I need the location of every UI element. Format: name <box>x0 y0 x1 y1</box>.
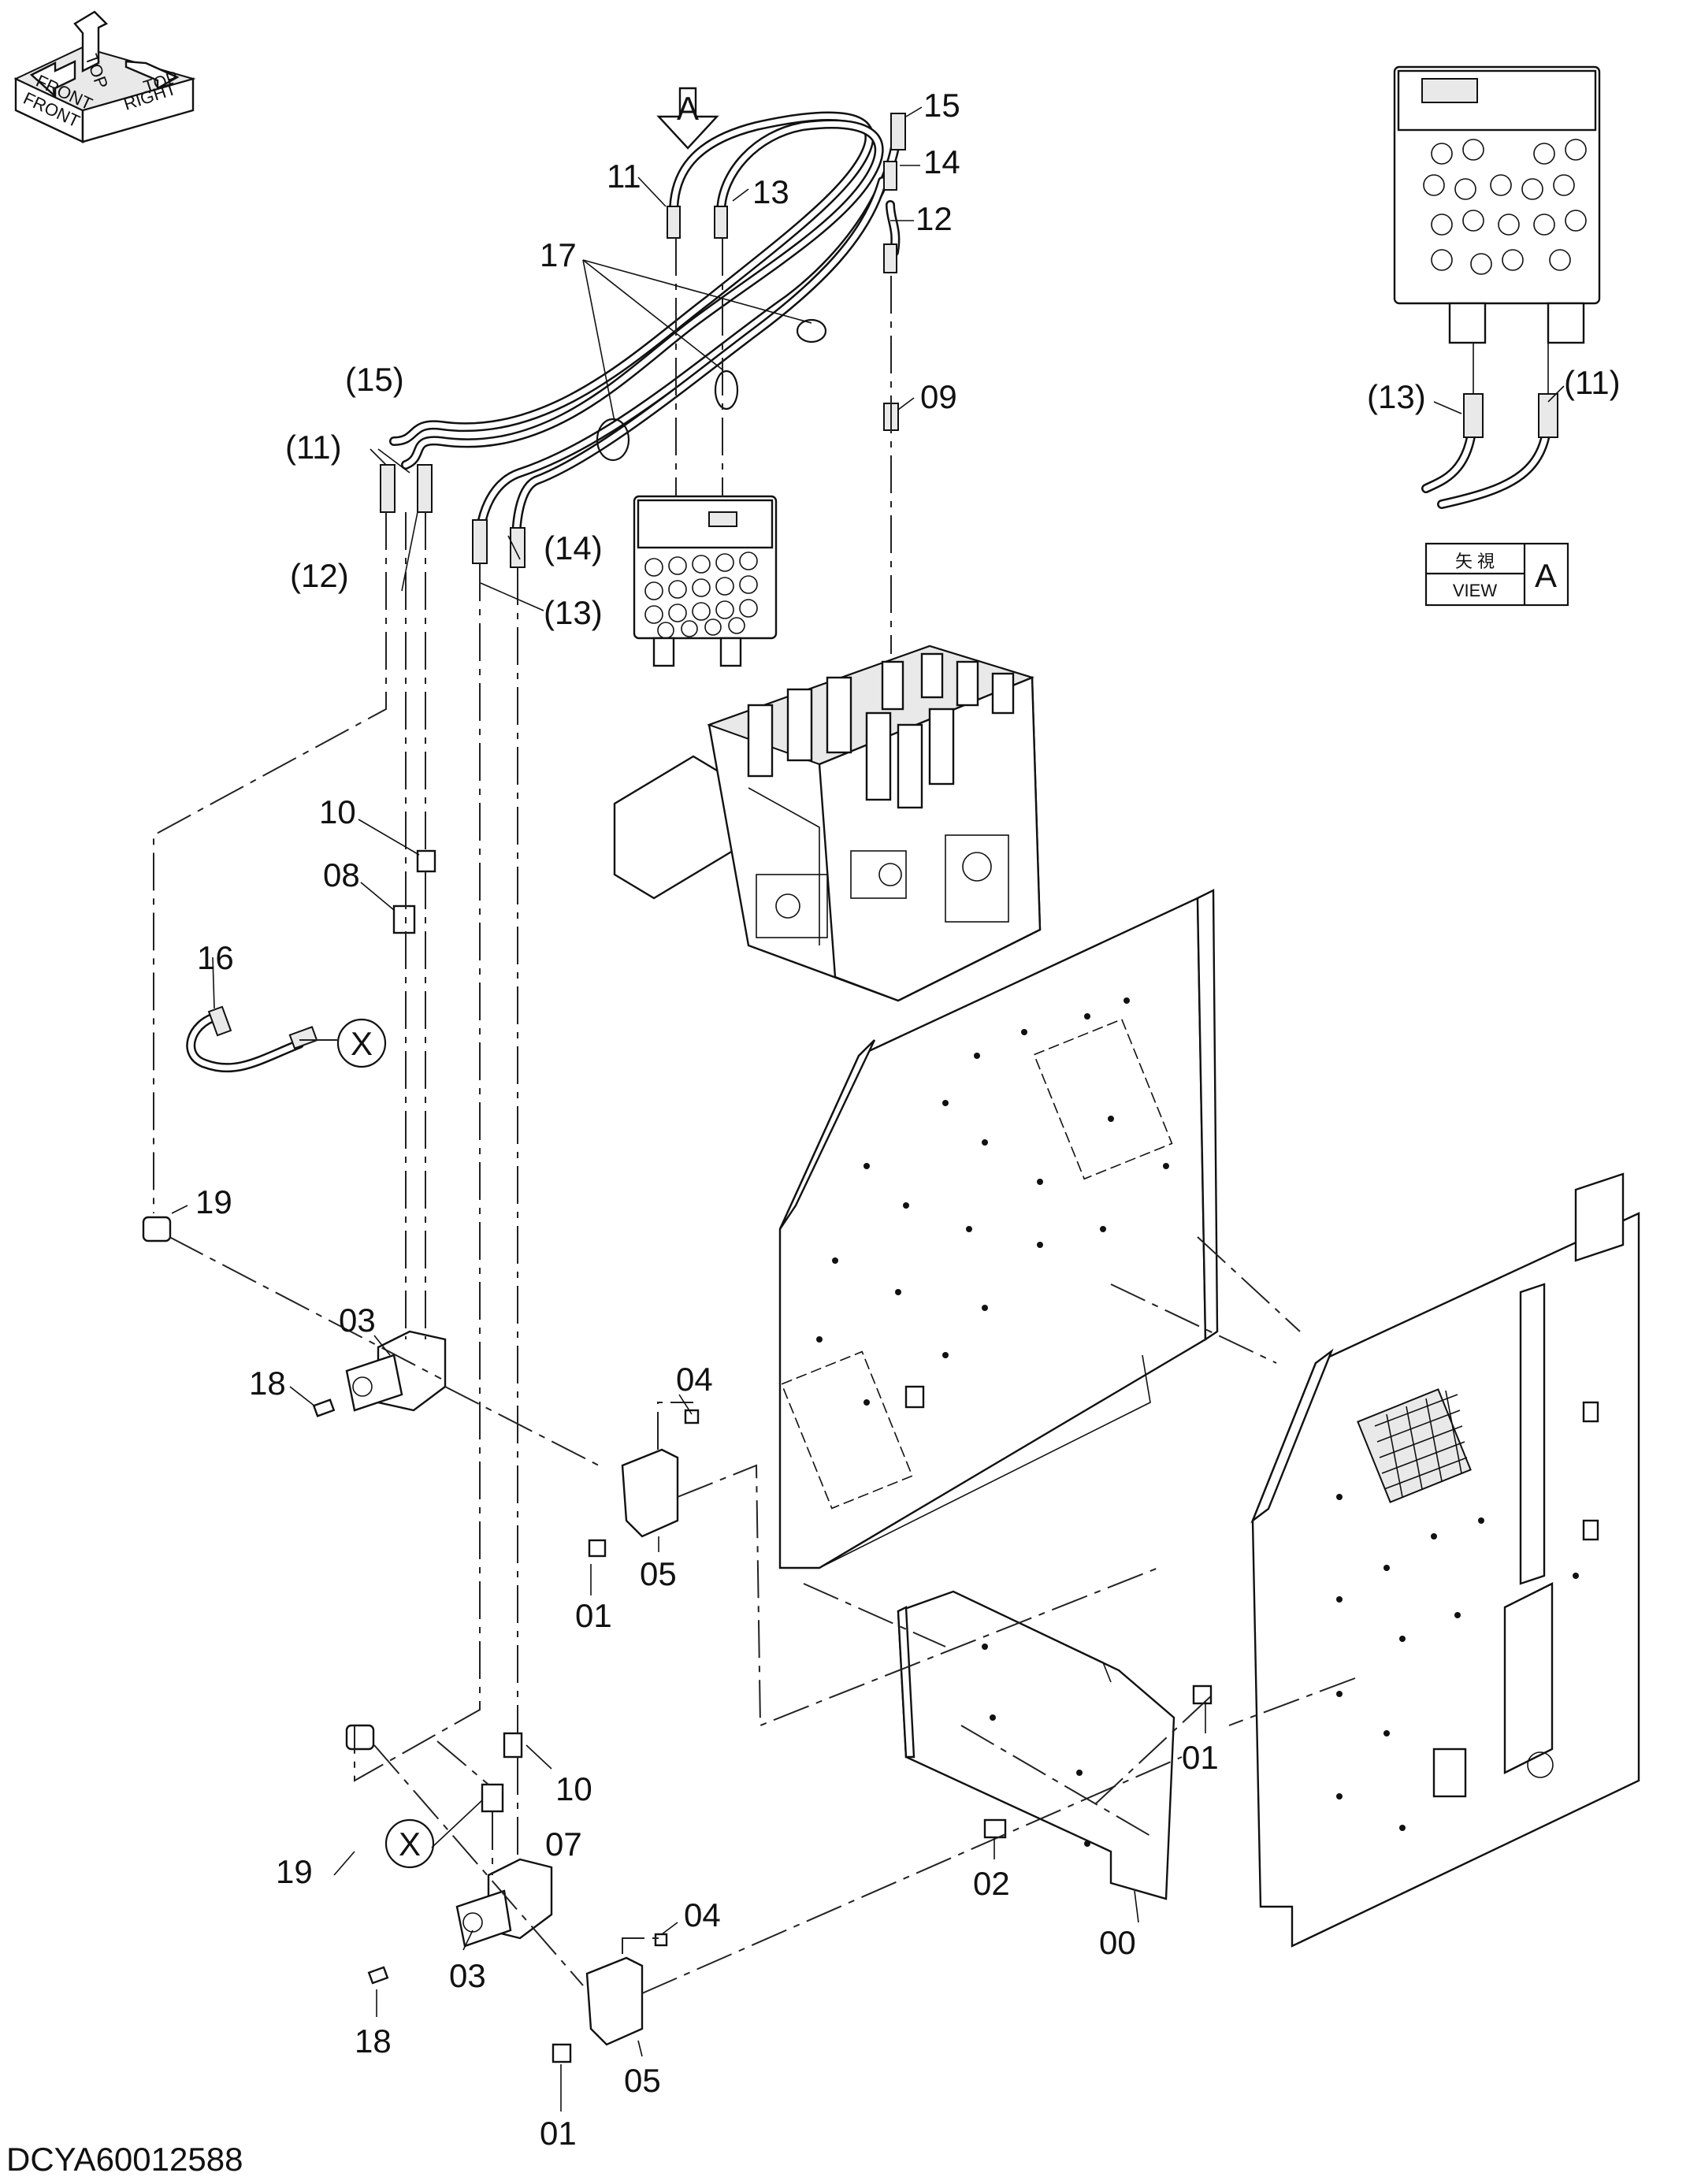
callout-05-upper: 05 <box>640 1555 677 1592</box>
view-a-detail <box>1393 65 1601 509</box>
solenoid-valve-lower <box>367 1858 553 1985</box>
callout-16: 16 <box>197 939 234 976</box>
callout-paren-13: (13) <box>544 594 603 631</box>
callout-14: 14 <box>923 143 960 180</box>
orientation-indicator: FRONT RIGHT TOP TOP FRONT <box>13 10 196 143</box>
view-a-arrow: A <box>656 87 719 150</box>
assembly-leader-lines <box>153 238 1356 1994</box>
callout-17: 17 <box>540 236 577 273</box>
callout-10-upper: 10 <box>319 793 356 830</box>
callout-01-upper: 01 <box>575 1597 612 1634</box>
drawing-id: DCYA60012588 <box>6 2141 243 2178</box>
callout-19-upper: 19 <box>195 1183 232 1220</box>
callout-07: 07 <box>545 1826 582 1863</box>
pilot-valve-block <box>633 495 778 667</box>
back-panel <box>778 889 1219 1569</box>
callout-view-a-13: (13) <box>1367 378 1426 415</box>
callout-labels: 15 14 12 11 13 17 09 (15) (11) (12) (14)… <box>195 87 1621 2152</box>
callout-18-upper: 18 <box>249 1365 286 1402</box>
callout-11: 11 <box>607 158 641 195</box>
right-side-panel <box>1250 1172 1640 1948</box>
callout-03-lower: 03 <box>449 1957 486 1994</box>
callout-19-lower: 19 <box>276 1853 313 1890</box>
callout-paren-11: (11) <box>285 429 342 466</box>
callout-01-lower: 01 <box>540 2115 577 2152</box>
view-a-label-box: 矢 視 VIEW A <box>1424 542 1569 607</box>
callout-12: 12 <box>915 200 953 237</box>
callout-03-upper: 03 <box>339 1302 376 1339</box>
callout-x-lower: X <box>399 1826 421 1863</box>
callout-02: 02 <box>973 1865 1010 1902</box>
fittings-upper <box>142 849 523 1813</box>
hose-16 <box>186 1005 387 1073</box>
callout-04-upper: 04 <box>676 1361 713 1398</box>
main-control-valve <box>613 644 1042 1002</box>
callout-paren-14: (14) <box>544 529 603 566</box>
pilot-hose-bundle <box>380 111 906 568</box>
callout-view-a-11: (11) <box>1564 364 1621 401</box>
callout-09: 09 <box>920 378 957 415</box>
callout-05-lower: 05 <box>624 2062 661 2099</box>
callout-00: 00 <box>1099 1924 1136 1961</box>
callout-x-upper: X <box>351 1025 373 1062</box>
view-box-letter: A <box>1535 557 1557 594</box>
callout-10-lower: 10 <box>555 1770 592 1807</box>
solenoid-valve-upper <box>312 1330 447 1417</box>
callout-01-right: 01 <box>1182 1739 1219 1776</box>
callout-15: 15 <box>923 87 960 124</box>
callout-leaders <box>171 106 1565 2112</box>
callout-paren-12: (12) <box>290 557 349 594</box>
view-box-japanese: 矢 視 <box>1455 552 1495 571</box>
callout-18-lower: 18 <box>355 2022 392 2060</box>
callout-08: 08 <box>323 856 360 893</box>
callout-x-lower-circle <box>384 1818 435 1869</box>
view-box-english: VIEW <box>1453 581 1497 600</box>
bracket-plate <box>897 1590 1175 1900</box>
callout-13: 13 <box>752 173 789 210</box>
callout-04-lower: 04 <box>684 1896 721 1933</box>
callout-paren-15: (15) <box>345 361 404 398</box>
view-arrow-letter: A <box>677 90 699 127</box>
